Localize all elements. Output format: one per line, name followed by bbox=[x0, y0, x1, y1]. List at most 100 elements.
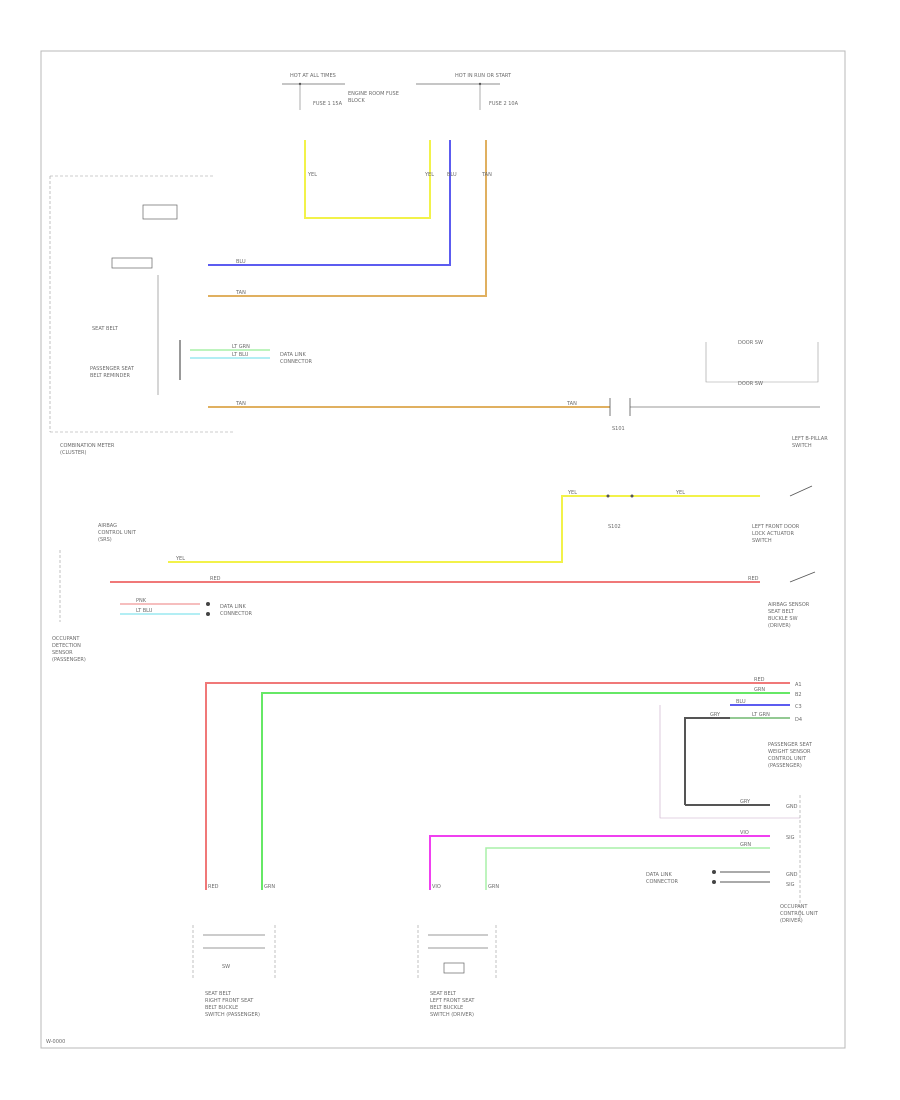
svg-text:OCCUPANT: OCCUPANT bbox=[52, 636, 80, 642]
svg-text:SWITCH: SWITCH bbox=[752, 538, 772, 544]
svg-text:DATA LINK: DATA LINK bbox=[646, 872, 672, 878]
svg-text:DATA LINK: DATA LINK bbox=[280, 352, 306, 358]
svg-text:SWITCH (PASSENGER): SWITCH (PASSENGER) bbox=[205, 1012, 260, 1018]
svg-text:HOT IN RUN OR START: HOT IN RUN OR START bbox=[455, 73, 512, 79]
svg-text:B2: B2 bbox=[795, 692, 802, 698]
svg-text:SEAT BELT: SEAT BELT bbox=[768, 609, 795, 615]
svg-text:GRY: GRY bbox=[710, 712, 721, 718]
svg-text:YEL: YEL bbox=[567, 490, 577, 496]
svg-text:YEL: YEL bbox=[424, 172, 434, 178]
svg-text:SEAT BELT: SEAT BELT bbox=[205, 991, 232, 997]
airbag-sensor-left: AIRBAG CONTROL UNIT (SRS) OCCUPANT DETEC… bbox=[52, 523, 253, 663]
pin-labels: A1 B2 C3 D4 GND SIG GND SIG bbox=[786, 682, 802, 888]
meter-title: COMBINATION METER bbox=[60, 443, 115, 449]
svg-text:RED: RED bbox=[748, 576, 759, 582]
svg-text:LT BLU: LT BLU bbox=[136, 608, 153, 614]
svg-text:HOT AT ALL TIMES: HOT AT ALL TIMES bbox=[290, 73, 336, 79]
svg-text:TAN: TAN bbox=[566, 401, 577, 407]
airbag-control-unit: OCCUPANT CONTROL UNIT (DRIVER) DATA LINK… bbox=[646, 795, 819, 924]
svg-text:SEAT BELT: SEAT BELT bbox=[92, 326, 119, 332]
svg-text:BLU: BLU bbox=[447, 172, 457, 178]
svg-text:(PASSENGER): (PASSENGER) bbox=[768, 763, 802, 769]
svg-text:BLU: BLU bbox=[236, 259, 246, 265]
svg-text:RIGHT FRONT SEAT: RIGHT FRONT SEAT bbox=[205, 998, 254, 1004]
svg-text:A1: A1 bbox=[795, 682, 802, 688]
svg-text:TAN: TAN bbox=[235, 290, 246, 296]
svg-text:CONTROL UNIT: CONTROL UNIT bbox=[780, 911, 819, 917]
svg-text:AIRBAG: AIRBAG bbox=[98, 523, 117, 529]
svg-text:ENGINE ROOM FUSE: ENGINE ROOM FUSE bbox=[348, 91, 399, 97]
svg-text:SENSOR: SENSOR bbox=[52, 650, 73, 656]
svg-text:GRY: GRY bbox=[740, 799, 751, 805]
svg-text:CONNECTOR: CONNECTOR bbox=[646, 879, 679, 885]
svg-text:SWITCH: SWITCH bbox=[792, 443, 812, 449]
svg-text:FUSE 1 15A: FUSE 1 15A bbox=[313, 101, 343, 107]
power-source-battery: HOT AT ALL TIMES FUSE 1 15A ENGINE ROOM … bbox=[282, 73, 399, 110]
svg-text:WEIGHT SENSOR: WEIGHT SENSOR bbox=[768, 749, 811, 755]
svg-text:LT GRN: LT GRN bbox=[752, 712, 770, 718]
svg-text:S101: S101 bbox=[612, 426, 625, 432]
svg-text:RED: RED bbox=[210, 576, 221, 582]
page-reference: W-0000 bbox=[46, 1039, 65, 1045]
svg-text:LT GRN: LT GRN bbox=[232, 344, 250, 350]
svg-text:CONTROL UNIT: CONTROL UNIT bbox=[98, 530, 137, 536]
right-buckle-switch: SW SEAT BELT RIGHT FRONT SEAT BELT BUCKL… bbox=[192, 925, 276, 1018]
passenger-weight-sensor: PASSENGER SEAT WEIGHT SENSOR CONTROL UNI… bbox=[659, 705, 813, 819]
wires-top bbox=[190, 140, 610, 408]
svg-text:LT BLU: LT BLU bbox=[232, 352, 249, 358]
svg-text:GRN: GRN bbox=[488, 884, 499, 890]
svg-text:VIO: VIO bbox=[432, 884, 441, 890]
svg-text:VIO: VIO bbox=[740, 830, 749, 836]
svg-text:GND: GND bbox=[786, 872, 798, 878]
svg-text:(PASSENGER): (PASSENGER) bbox=[52, 657, 86, 663]
svg-text:GND: GND bbox=[786, 804, 798, 810]
svg-text:CONNECTOR: CONNECTOR bbox=[280, 359, 313, 365]
svg-text:C3: C3 bbox=[795, 704, 802, 710]
svg-text:RED: RED bbox=[754, 677, 765, 683]
svg-text:D4: D4 bbox=[795, 717, 802, 723]
svg-text:DOOR SW: DOOR SW bbox=[738, 340, 763, 346]
svg-text:SEAT BELT: SEAT BELT bbox=[430, 991, 457, 997]
svg-text:PNK: PNK bbox=[136, 598, 147, 604]
svg-text:SIG: SIG bbox=[786, 882, 795, 888]
svg-text:BELT BUCKLE: BELT BUCKLE bbox=[430, 1005, 463, 1011]
svg-text:GRN: GRN bbox=[264, 884, 275, 890]
svg-text:PASSENGER SEAT: PASSENGER SEAT bbox=[90, 366, 135, 372]
svg-text:(DRIVER): (DRIVER) bbox=[768, 623, 791, 629]
svg-text:DATA LINK: DATA LINK bbox=[220, 604, 246, 610]
svg-text:SIG: SIG bbox=[786, 835, 795, 841]
svg-text:TAN: TAN bbox=[481, 172, 492, 178]
svg-text:BLU: BLU bbox=[736, 699, 746, 705]
meter-subtitle: (CLUSTER) bbox=[60, 450, 86, 456]
svg-text:BELT REMINDER: BELT REMINDER bbox=[90, 373, 131, 379]
svg-text:YEL: YEL bbox=[307, 172, 317, 178]
svg-text:SWITCH (DRIVER): SWITCH (DRIVER) bbox=[430, 1012, 474, 1018]
svg-text:YEL: YEL bbox=[175, 556, 185, 562]
svg-text:BLOCK: BLOCK bbox=[348, 98, 365, 104]
svg-text:RED: RED bbox=[208, 884, 219, 890]
lh-b-pillar-switch: S101 LEFT B-PILLAR SWITCH DOOR SW DOOR S… bbox=[609, 340, 828, 449]
svg-text:PASSENGER SEAT: PASSENGER SEAT bbox=[768, 742, 813, 748]
svg-text:SW: SW bbox=[222, 964, 230, 970]
wires-middle bbox=[110, 495, 760, 615]
svg-text:FUSE 2 10A: FUSE 2 10A bbox=[489, 101, 519, 107]
svg-text:S102: S102 bbox=[608, 524, 621, 530]
svg-text:(SRS): (SRS) bbox=[98, 537, 112, 543]
svg-text:DETECTION: DETECTION bbox=[52, 643, 81, 649]
wire-code-labels: YEL YEL BLU TAN BLU TAN TAN TAN LT GRN L… bbox=[136, 172, 770, 890]
svg-text:BUCKLE SW: BUCKLE SW bbox=[768, 616, 798, 622]
svg-text:CONTROL UNIT: CONTROL UNIT bbox=[768, 756, 807, 762]
power-source-run: HOT IN RUN OR START FUSE 2 10A bbox=[416, 73, 519, 110]
diagram-frame bbox=[40, 50, 846, 1049]
svg-text:GRN: GRN bbox=[754, 687, 765, 693]
door-lock-switch: LEFT FRONT DOOR LOCK ACTUATOR SWITCH S10… bbox=[606, 485, 813, 544]
svg-text:BELT BUCKLE: BELT BUCKLE bbox=[205, 1005, 238, 1011]
svg-text:OCCUPANT: OCCUPANT bbox=[780, 904, 808, 910]
svg-text:LOCK ACTUATOR: LOCK ACTUATOR bbox=[752, 531, 794, 537]
svg-text:DOOR SW: DOOR SW bbox=[738, 381, 763, 387]
svg-text:GRN: GRN bbox=[740, 842, 751, 848]
svg-text:(DRIVER): (DRIVER) bbox=[780, 918, 803, 924]
combination-meter: COMBINATION METER (CLUSTER) PASSENGER SE… bbox=[49, 175, 313, 456]
svg-text:TAN: TAN bbox=[235, 401, 246, 407]
